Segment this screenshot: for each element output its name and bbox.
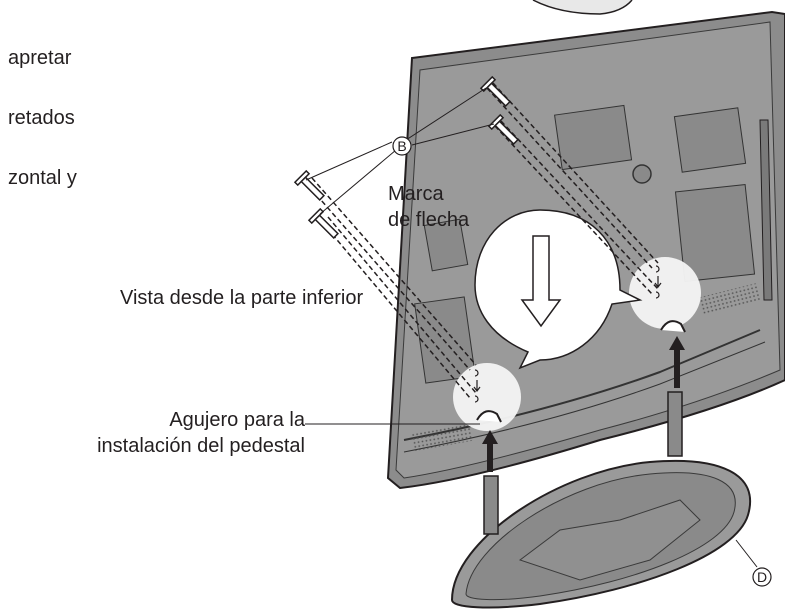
screw-top-right-2 [487, 113, 519, 145]
top-partial-shape [532, 0, 633, 15]
left-text-line-2: retados [8, 107, 75, 129]
left-mount-highlight [453, 363, 521, 431]
screw-top-right-1 [479, 75, 511, 107]
bottom-view-label: Vista desde la parte inferior [120, 287, 364, 309]
panel-recess-4 [674, 184, 756, 282]
pedestal-inner-relief [518, 499, 701, 581]
pedestal-callout-leader [735, 539, 758, 568]
screw-callout-circle [392, 136, 412, 156]
right-insert-arrow [669, 336, 685, 388]
arrow-mark-label-line-2: de flecha [388, 209, 470, 231]
screw-guide-lines [305, 82, 659, 399]
panel-recess-3 [673, 107, 747, 173]
panel-round-port [632, 164, 652, 184]
panel-recess-2 [554, 104, 633, 171]
left-text-line-3: zontal y [8, 167, 77, 189]
pedestal-callout-letter: D [757, 569, 767, 585]
zoom-arrow-icon [520, 235, 562, 328]
hole-label-line-1: Agujero para la [169, 409, 305, 431]
screw-left-1 [293, 169, 325, 201]
right-arrow-mark [654, 265, 662, 299]
screw-callout-letter: B [397, 138, 406, 154]
pedestal-left-post [483, 475, 499, 535]
hole-label-line-2: instalación del pedestal [97, 435, 305, 457]
vent-left [410, 422, 474, 452]
screw-callout-leaders [305, 87, 495, 215]
pedestal-callout-circle [752, 567, 772, 587]
pedestal-right-post [667, 391, 683, 457]
arrow-mark-label-line-1: Marca [388, 183, 444, 205]
screw-left-2 [307, 207, 339, 239]
panel-recess-1 [423, 218, 469, 272]
left-arrow-mark [473, 369, 481, 403]
right-mount-highlight [629, 257, 701, 329]
left-text-line-1: apretar [8, 47, 72, 69]
left-insert-arrow [482, 430, 498, 472]
panel-recess-5 [414, 296, 476, 384]
left-stand-hole [476, 410, 502, 423]
vent-right [698, 283, 762, 315]
panel-right-edge [759, 119, 773, 301]
right-stand-hole [660, 320, 686, 333]
pedestal [450, 391, 751, 609]
